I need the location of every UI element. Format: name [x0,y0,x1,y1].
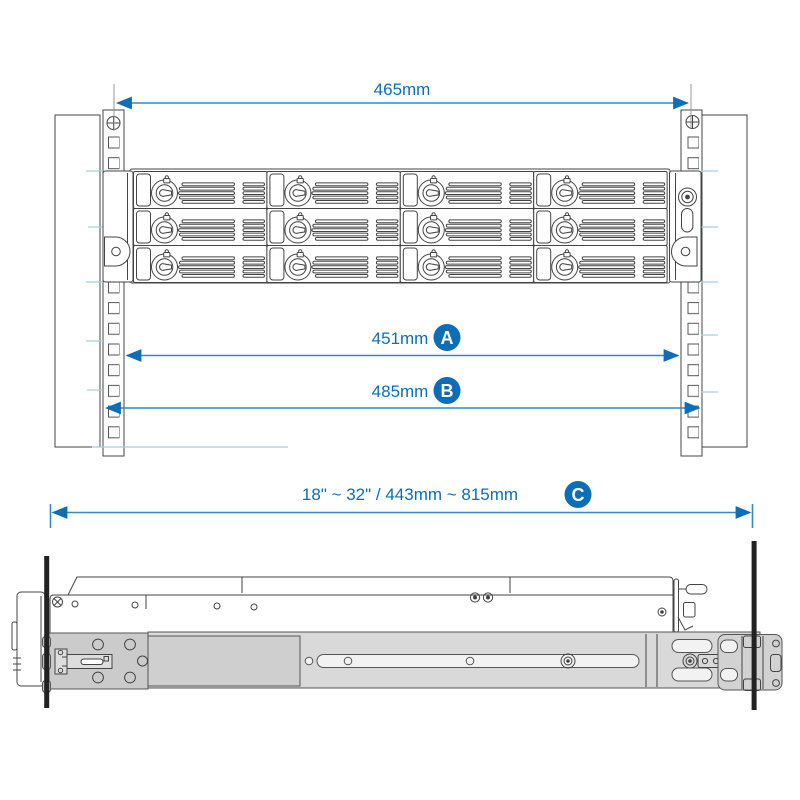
power-button-icon [678,187,697,207]
rack-screw-hole-icon [685,115,700,129]
projection-lines [86,170,718,448]
dimension-c-label: 18" ~ 32" / 443mm ~ 815mm [302,485,518,504]
drive-tray [533,171,668,209]
status-led-icon [681,208,694,233]
dimension-b-485: 485mm B [104,377,701,415]
drive-tray [133,171,268,209]
badge-b [433,377,461,404]
right-mounting-ear [669,170,702,283]
dimension-a-451: 451mm A [125,324,680,362]
chassis-screws [52,592,667,617]
drive-tray [399,171,535,209]
drive-tray [266,208,401,246]
chassis-front-ear [11,591,46,687]
drive-tray [266,245,401,283]
badge-b-letter: B [441,381,454,401]
drive-tray [133,245,268,283]
badge-c-letter: C [572,485,585,505]
left-mounting-ear [102,170,134,283]
drive-tray [533,245,668,283]
rack-post-rear-side [751,541,757,710]
side-view-diagram: 18" ~ 32" / 443mm ~ 815mm C [11,481,783,710]
rail-adjustment-slot [316,654,640,668]
badge-a [433,324,461,351]
rail-latch [54,648,113,675]
dimension-465-label: 465mm [374,80,431,99]
rail-rivet [560,653,576,669]
chassis-side-view [11,576,708,687]
rear-rail-bracket [717,634,783,691]
drive-tray [399,245,535,283]
drive-tray [533,208,668,246]
badge-c [564,481,592,508]
drive-tray [266,171,401,209]
dimension-c: 18" ~ 32" / 443mm ~ 815mm C [49,481,754,528]
rack-post-left [54,109,125,457]
inner-rail-segment [147,635,301,687]
badge-a-letter: A [441,328,454,348]
front-view-diagram: 465mm 451mm A 485mm B [54,80,748,457]
drive-tray [133,208,268,246]
chassis-rear-latch [673,578,708,633]
dimension-a-label: 451mm [372,329,429,348]
drive-tray [399,208,535,246]
rail-assembly [42,631,783,693]
rack-post-front-side [44,556,50,708]
nas-front-chassis [102,168,702,284]
dimension-465: 465mm [113,80,692,131]
front-rail-bracket [42,632,149,693]
rack-post-right [680,109,748,457]
dimension-b-label: 485mm [372,382,429,401]
